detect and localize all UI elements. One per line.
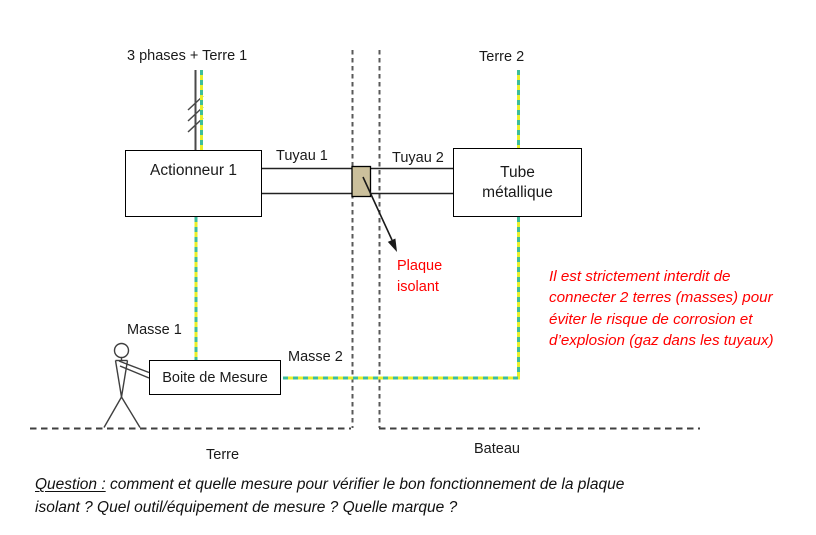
warning-text: Il est strictement interdit de connecter… [549,268,774,350]
tube-metallique-box: Tube métallique [453,148,582,217]
actionneur-box-label: Actionneur 1 [149,162,238,179]
question-text: Question : comment et quelle mesure pour… [35,473,735,519]
label-terre2: Terre 2 [479,49,525,65]
plaque-arrow [362,176,397,252]
label-masse2: Masse 2 [288,349,343,365]
label-phases-terre1: 3 phases + Terre 1 [127,48,248,64]
actionneur-box: Actionneur 1 [125,150,262,217]
label-terre: Terre [206,447,240,463]
label-plaque-isolant: Plaque isolant [397,258,443,295]
person-figure [103,342,150,428]
boite-de-mesure-box-label: Boite de Mesure [162,369,268,386]
tube-metallique-box-label: Tube métallique [482,163,553,201]
label-bateau: Bateau [474,441,520,457]
question-body: comment et quelle mesure pour vérifier l… [35,476,625,516]
plaque-isolant-shape [351,165,372,198]
question-prefix: Question : [35,476,106,493]
label-masse1: Masse 1 [127,322,182,338]
label-tuyau1: Tuyau 1 [276,148,328,164]
boite-de-mesure-box: Boite de Mesure [149,360,281,395]
label-tuyau2: Tuyau 2 [392,150,444,166]
